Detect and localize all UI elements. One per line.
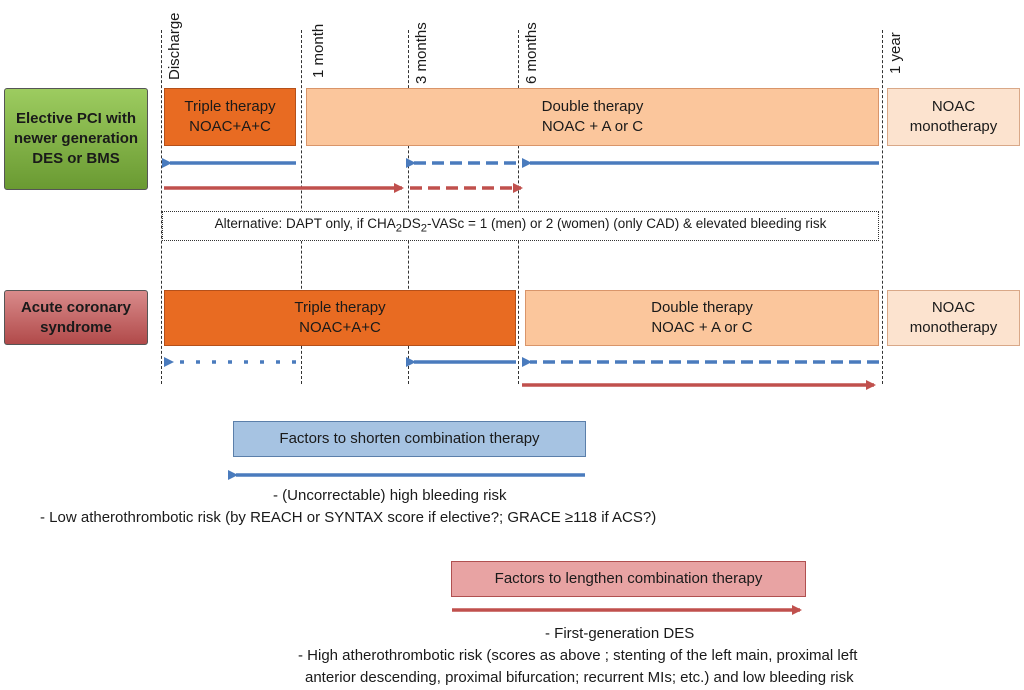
acs-double-title: Double therapy — [651, 299, 753, 316]
alternative-dapt-box: Alternative: DAPT only, if CHA2DS2-VASc … — [162, 211, 879, 241]
row-label-acs-text: Acute coronary syndrome — [20, 298, 132, 336]
timeline-line-1-year — [882, 30, 883, 384]
elective-double-sub: NOAC + A or C — [541, 118, 644, 135]
timeline-line-3-months — [408, 30, 409, 384]
factors-lengthen-title: Factors to lengthen combination therapy — [494, 570, 763, 587]
alternative-dapt-text: Alternative: DAPT only, if CHA2DS2-VASc … — [214, 215, 827, 235]
elective-double-title: Double therapy — [541, 98, 644, 115]
acs-mono-sub: monotherapy — [909, 319, 998, 336]
elective-noac-mono-box: NOAC monotherapy — [887, 88, 1020, 146]
elective-triple-title: Triple therapy — [184, 98, 276, 115]
lengthen-factor-2-cont: anterior descending, proximal bifurcatio… — [305, 669, 854, 686]
factors-shorten-title: Factors to shorten combination therapy — [279, 430, 540, 447]
elective-triple-therapy-box: Triple therapy NOAC+A+C — [164, 88, 296, 146]
acs-noac-mono-box: NOAC monotherapy — [887, 290, 1020, 346]
lengthen-factor-2: - High atherothrombotic risk (scores as … — [298, 647, 858, 664]
elective-double-therapy-box: Double therapy NOAC + A or C — [306, 88, 879, 146]
row-label-acute-coronary-syndrome: Acute coronary syndrome — [4, 290, 148, 345]
lengthen-factor-1: - First-generation DES — [545, 625, 695, 642]
acs-triple-sub: NOAC+A+C — [299, 319, 381, 336]
row-label-elective-pci: Elective PCI with newer generation DES o… — [4, 88, 148, 190]
shorten-factor-2: - Low atherothrombotic risk (by REACH or… — [40, 509, 657, 526]
row-label-elective-pci-text: Elective PCI with newer generation DES o… — [13, 110, 139, 167]
elective-mono-sub: monotherapy — [909, 118, 998, 135]
acs-triple-title: Triple therapy — [294, 299, 386, 316]
acs-triple-therapy-box: Triple therapy NOAC+A+C — [164, 290, 516, 346]
acs-double-sub: NOAC + A or C — [651, 319, 753, 336]
acs-double-therapy-box: Double therapy NOAC + A or C — [525, 290, 879, 346]
shorten-factor-1: - (Uncorrectable) high bleeding risk — [273, 487, 507, 504]
factors-shorten-box: Factors to shorten combination therapy — [233, 421, 586, 457]
elective-mono-title: NOAC — [931, 98, 976, 115]
factors-lengthen-box: Factors to lengthen combination therapy — [451, 561, 806, 597]
timeline-line-6-months — [518, 30, 519, 384]
elective-triple-sub: NOAC+A+C — [189, 118, 271, 135]
timeline-line-discharge — [161, 30, 162, 384]
timeline-line-1-month — [301, 30, 302, 384]
acs-mono-title: NOAC — [931, 299, 976, 316]
